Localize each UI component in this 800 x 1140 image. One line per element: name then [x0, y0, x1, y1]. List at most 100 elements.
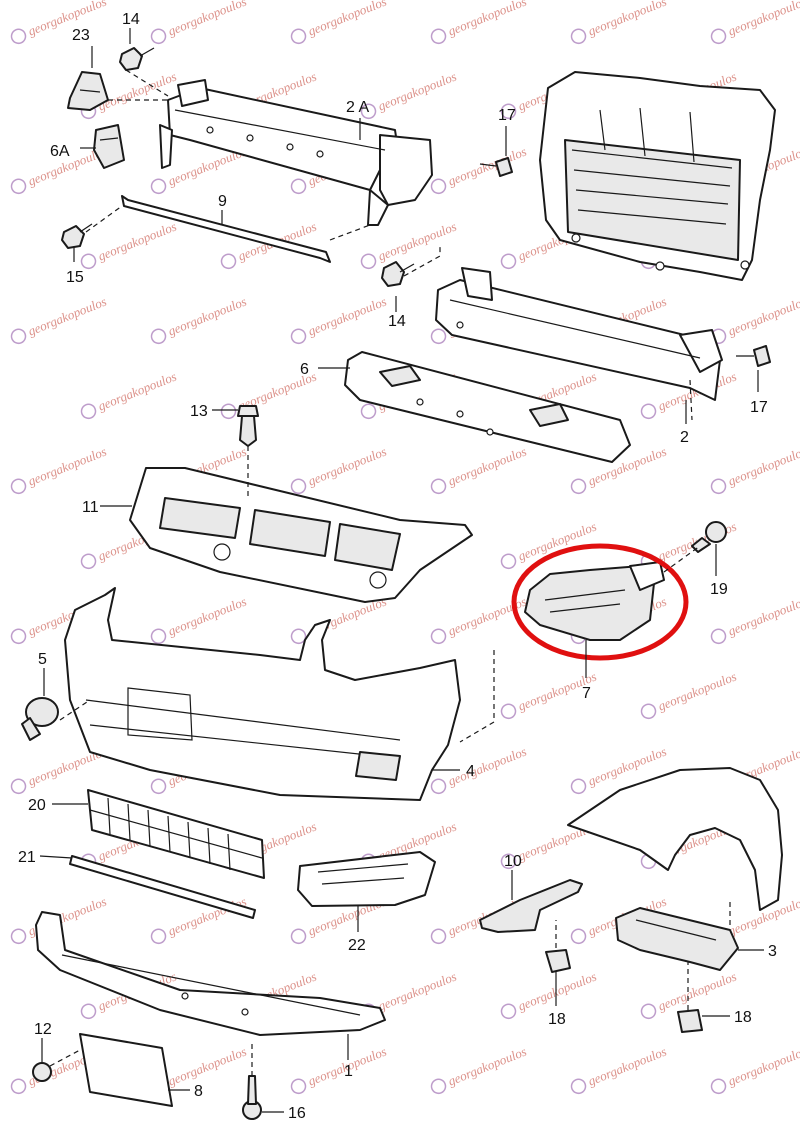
watermark-logo-icon — [500, 103, 517, 120]
watermark-logo-icon — [80, 1003, 97, 1020]
label-5: 5 — [38, 651, 47, 668]
watermark-0: georgakopoulos — [10, 0, 109, 45]
watermark-logo-icon — [710, 28, 727, 45]
watermark-text: georgakopoulos — [516, 969, 599, 1014]
watermark-logo-icon — [570, 778, 587, 795]
watermark-38: georgakopoulos — [710, 444, 800, 495]
watermark-text: georgakopoulos — [446, 444, 529, 489]
watermark-45: georgakopoulos — [150, 594, 249, 645]
watermark-1: georgakopoulos — [150, 0, 249, 45]
watermark-text: georgakopoulos — [26, 0, 109, 39]
watermark-logo-icon — [360, 103, 377, 120]
part-11-carrier — [129, 467, 473, 603]
watermark-text: georgakopoulos — [656, 669, 739, 714]
label-2: 2 — [680, 429, 689, 446]
watermark-text: georgakopoulos — [656, 969, 739, 1014]
part-4-bumper-cover — [64, 587, 461, 801]
watermark-27: georgakopoulos — [710, 294, 800, 345]
part-12-fastener-icon — [32, 1062, 52, 1082]
label-9: 9 — [218, 193, 227, 210]
watermark-text: georgakopoulos — [586, 0, 669, 39]
watermark-logo-icon — [430, 478, 447, 495]
part-10-bracket — [479, 879, 583, 933]
watermark-81: georgakopoulos — [570, 1044, 669, 1095]
label-17-top: 17 — [498, 107, 516, 124]
watermark-text: georgakopoulos — [586, 1044, 669, 1089]
part-21-trim-strip — [69, 855, 256, 919]
watermark-logo-icon — [500, 1003, 517, 1020]
label-16: 16 — [288, 1105, 306, 1122]
fender-panel — [567, 767, 783, 911]
watermark-4: georgakopoulos — [570, 0, 669, 45]
part-22-fog-trim — [297, 851, 436, 907]
label-22: 22 — [348, 937, 366, 954]
label-21: 21 — [18, 849, 36, 866]
part-18-nut-left-icon — [545, 949, 571, 973]
watermark-logo-icon — [570, 928, 587, 945]
label-17-right: 17 — [750, 399, 768, 416]
watermark-logo-icon — [570, 28, 587, 45]
watermark-80: georgakopoulos — [430, 1044, 529, 1095]
watermark-23: georgakopoulos — [150, 294, 249, 345]
part-13-clip-icon — [237, 405, 259, 447]
label-8: 8 — [194, 1083, 203, 1100]
watermark-logo-icon — [290, 1078, 307, 1095]
watermark-logo-icon — [430, 628, 447, 645]
label-14-middle: 14 — [388, 313, 406, 330]
watermark-54: georgakopoulos — [640, 669, 739, 720]
part-8-plate-holder — [79, 1033, 173, 1107]
watermark-2: georgakopoulos — [290, 0, 389, 45]
watermark-logo-icon — [150, 178, 167, 195]
watermark-logo-icon — [290, 178, 307, 195]
label-6: 6 — [300, 361, 309, 378]
watermark-logo-icon — [10, 1078, 27, 1095]
watermark-logo-icon — [10, 778, 27, 795]
watermark-logo-icon — [710, 1078, 727, 1095]
screw-15-icon — [61, 223, 93, 249]
watermark-19: georgakopoulos — [360, 219, 459, 270]
watermark-82: georgakopoulos — [710, 1044, 800, 1095]
watermark-79: georgakopoulos — [290, 1044, 389, 1095]
watermark-28: georgakopoulos — [80, 369, 179, 420]
watermark-35: georgakopoulos — [290, 444, 389, 495]
watermark-text: georgakopoulos — [726, 444, 800, 489]
watermark-logo-icon — [500, 703, 517, 720]
watermark-text: georgakopoulos — [726, 294, 800, 339]
part-2a-upper-cross-member — [159, 79, 433, 226]
part-2-lower-crossmember — [435, 267, 723, 401]
part-7-bracket — [524, 561, 665, 641]
watermark-49: georgakopoulos — [710, 594, 800, 645]
part-19-bolt-icon — [691, 521, 727, 553]
screw-14-middle-icon — [381, 261, 415, 287]
watermark-text: georgakopoulos — [96, 69, 179, 114]
watermark-logo-icon — [220, 253, 237, 270]
watermark-logo-icon — [290, 928, 307, 945]
watermark-logo-icon — [10, 928, 27, 945]
watermark-logo-icon — [500, 853, 517, 870]
screw-17-right-icon — [736, 345, 771, 367]
watermark-logo-icon — [80, 553, 97, 570]
label-7: 7 — [582, 685, 591, 702]
watermark-logo-icon — [430, 28, 447, 45]
watermark-logo-icon — [10, 178, 27, 195]
watermark-logo-icon — [150, 28, 167, 45]
watermark-text: georgakopoulos — [96, 219, 179, 264]
label-23: 23 — [72, 27, 90, 44]
label-2a: 2 A — [346, 99, 369, 116]
watermark-text: georgakopoulos — [26, 444, 109, 489]
watermark-text: georgakopoulos — [446, 144, 529, 189]
label-11: 11 — [82, 499, 99, 516]
watermark-logo-icon — [150, 628, 167, 645]
watermark-logo-icon — [570, 478, 587, 495]
watermark-text: georgakopoulos — [166, 1044, 249, 1089]
watermark-logo-icon — [640, 1003, 657, 1020]
label-19: 19 — [710, 581, 728, 598]
watermark-text: georgakopoulos — [726, 594, 800, 639]
watermark-8: georgakopoulos — [360, 69, 459, 120]
watermark-36: georgakopoulos — [430, 444, 529, 495]
part-20-grille — [87, 789, 265, 879]
watermark-logo-icon — [360, 403, 377, 420]
watermark-text: georgakopoulos — [446, 0, 529, 39]
part-18-nut-right-icon — [677, 1009, 703, 1033]
